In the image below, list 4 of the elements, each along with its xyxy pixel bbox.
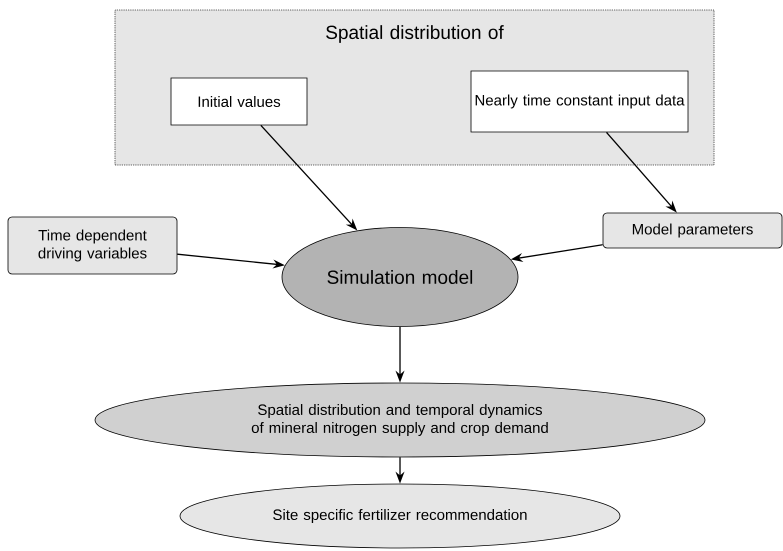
input-box: Time dependent driving variables <box>8 216 178 274</box>
input-box: Model parameters <box>602 212 782 248</box>
input-box: Nearly time constant input data <box>470 70 688 132</box>
input-box: Initial values <box>170 78 308 126</box>
